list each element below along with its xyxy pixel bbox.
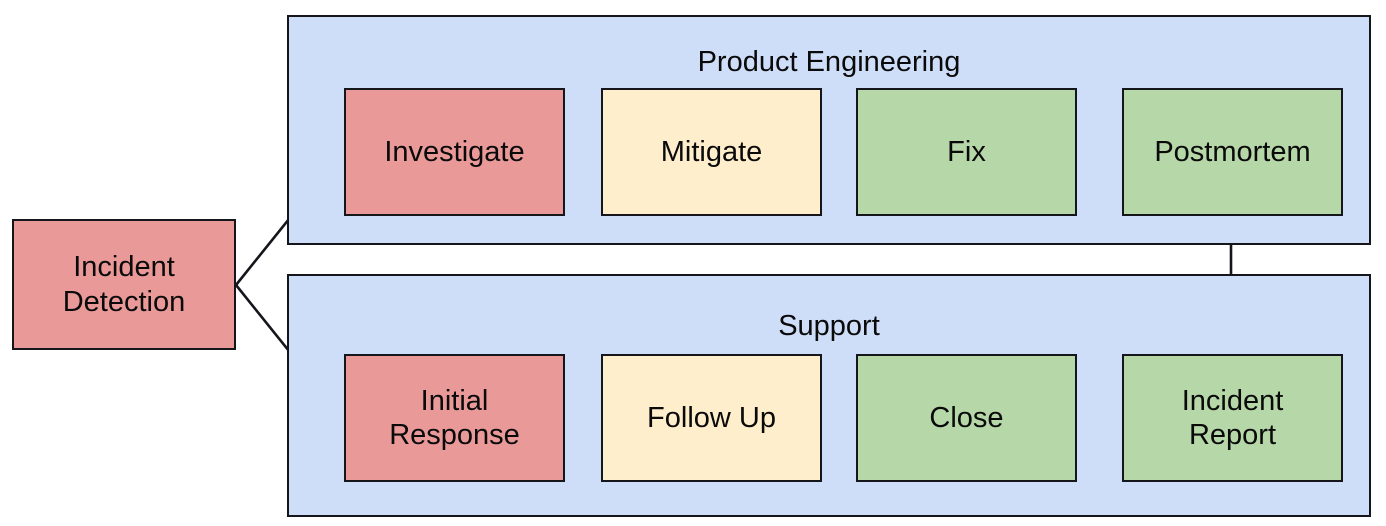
swimlane-support-title: Support <box>778 310 880 342</box>
node-follow-up[interactable]: Follow Up <box>601 354 822 482</box>
node-incident-detection[interactable]: Incident Detection <box>12 219 236 350</box>
node-investigate[interactable]: Investigate <box>344 88 565 216</box>
node-mitigate[interactable]: Mitigate <box>601 88 822 216</box>
node-postmortem[interactable]: Postmortem <box>1122 88 1343 216</box>
swimlane-product-engineering-title: Product Engineering <box>697 46 961 78</box>
node-fix[interactable]: Fix <box>856 88 1077 216</box>
node-incident-report[interactable]: Incident Report <box>1122 354 1343 482</box>
node-initial-response[interactable]: Initial Response <box>344 354 565 482</box>
node-close[interactable]: Close <box>856 354 1077 482</box>
